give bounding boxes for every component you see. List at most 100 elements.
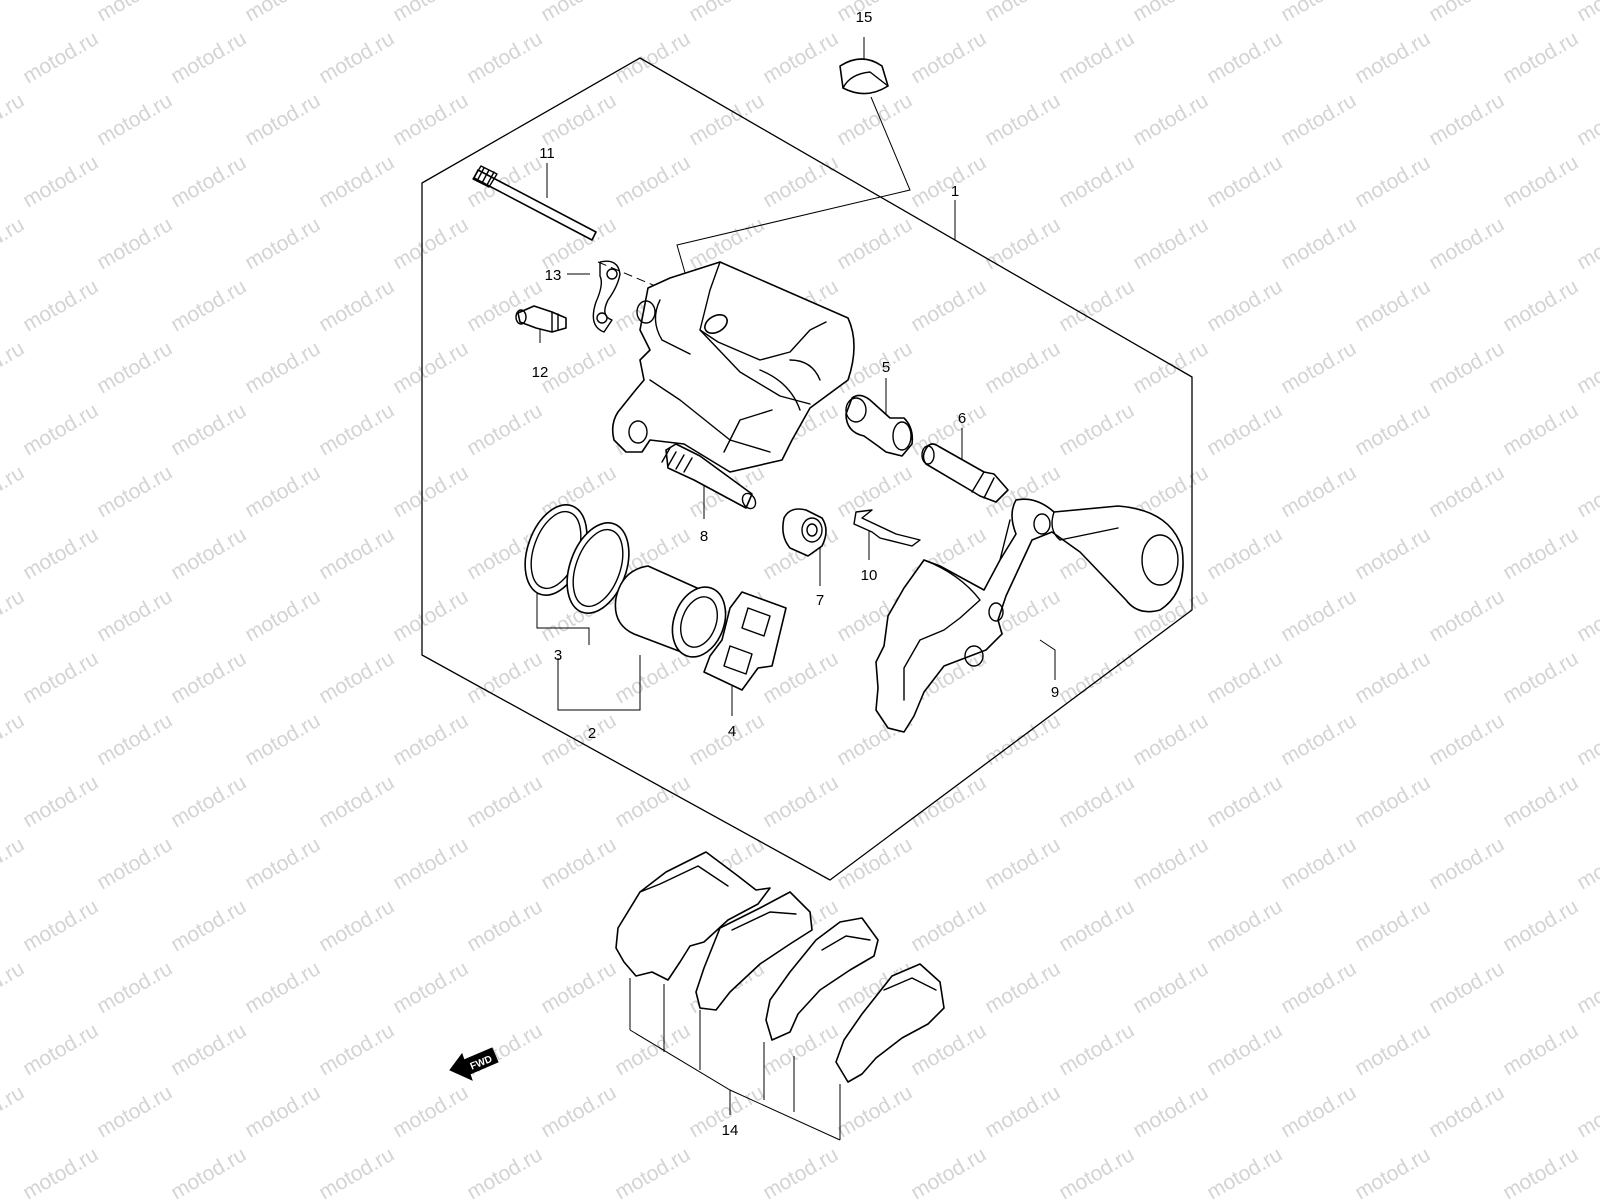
watermark-text: motod.ru <box>1425 585 1508 646</box>
watermark-text: motod.ru <box>1573 1081 1600 1142</box>
watermark-text: motod.ru <box>389 461 472 522</box>
callout-14: 14 <box>722 1122 739 1139</box>
callout-labels: 15 1 11 13 12 5 6 8 7 10 9 3 2 4 14 <box>532 9 1060 1139</box>
part-8-slide-pin <box>661 443 757 510</box>
watermark-text: motod.ru <box>167 771 250 832</box>
watermark-text: motod.ru <box>19 523 102 584</box>
watermark-text: motod.ru <box>241 89 324 150</box>
watermark-text: motod.ru <box>1203 771 1286 832</box>
watermark-text: motod.ru <box>537 957 620 1018</box>
watermark-text: motod.ru <box>1203 523 1286 584</box>
watermark-text: motod.ru <box>1499 647 1582 708</box>
watermark-text: motod.ru <box>1499 523 1582 584</box>
watermark-text: motod.ru <box>315 27 398 88</box>
watermark-text: motod.ru <box>389 833 472 894</box>
watermark-text: motod.ru <box>1055 399 1138 460</box>
watermark-text: motod.ru <box>463 399 546 460</box>
watermark-text: motod.ru <box>19 27 102 88</box>
watermark-text: motod.ru <box>611 647 694 708</box>
watermark-text: motod.ru <box>537 89 620 150</box>
watermark-text: motod.ru <box>1203 647 1286 708</box>
watermark-text: motod.ru <box>389 213 472 274</box>
watermark-text: motod.ru <box>1277 833 1360 894</box>
watermark-text: motod.ru <box>1055 647 1138 708</box>
callout-4: 4 <box>728 723 736 740</box>
watermark-text: motod.ru <box>1203 1143 1286 1200</box>
watermark-text: motod.ru <box>93 1081 176 1142</box>
callout-10: 10 <box>861 567 878 584</box>
watermark-text: motod.ru <box>167 151 250 212</box>
watermark-text: motod.ru <box>1203 895 1286 956</box>
watermark-text: motod.ru <box>537 1081 620 1142</box>
watermark-text: motod.ru <box>1351 399 1434 460</box>
part-9-bracket <box>875 498 1184 733</box>
callout-2: 2 <box>588 725 596 742</box>
watermark-text: motod.ru <box>19 275 102 336</box>
watermark-text: motod.ru <box>1351 895 1434 956</box>
watermark-text: motod.ru <box>19 771 102 832</box>
watermark-text: motod.ru <box>241 213 324 274</box>
watermark-text: motod.ru <box>1055 1143 1138 1200</box>
watermark-text: motod.ru <box>389 337 472 398</box>
watermark-text: motod.ru <box>1499 895 1582 956</box>
watermark-text: motod.ru <box>0 709 28 770</box>
watermark-text: motod.ru <box>1425 833 1508 894</box>
watermark-text: motod.ru <box>241 0 324 26</box>
part-7-boot <box>782 508 827 557</box>
watermark-text: motod.ru <box>463 771 546 832</box>
watermark-text: motod.ru <box>241 1081 324 1142</box>
watermark-text: motod.ru <box>1055 771 1138 832</box>
watermark-text: motod.ru <box>167 27 250 88</box>
watermark-text: motod.ru <box>389 89 472 150</box>
watermark-text: motod.ru <box>1499 151 1582 212</box>
watermark-text: motod.ru <box>167 275 250 336</box>
watermark-text: motod.ru <box>0 89 28 150</box>
watermark-text: motod.ru <box>981 957 1064 1018</box>
callout-7: 7 <box>816 592 824 609</box>
watermark-text: motod.ru <box>19 399 102 460</box>
watermark-text: motod.ru <box>833 833 916 894</box>
watermark-text: motod.ru <box>315 895 398 956</box>
watermark-text: motod.ru <box>1129 833 1212 894</box>
watermark-text: motod.ru <box>1573 833 1600 894</box>
watermark-text: motod.ru <box>241 709 324 770</box>
watermark-text: motod.ru <box>611 771 694 832</box>
watermark-text: motod.ru <box>1055 895 1138 956</box>
watermark-text: motod.ru <box>1351 771 1434 832</box>
watermark-text: motod.ru <box>241 585 324 646</box>
watermark-text: motod.ru <box>1351 1019 1434 1080</box>
callout-1: 1 <box>951 183 959 200</box>
watermark-text: motod.ru <box>907 895 990 956</box>
watermark-text: motod.ru <box>19 1019 102 1080</box>
watermark-text: motod.ru <box>1499 399 1582 460</box>
watermark-text: motod.ru <box>167 895 250 956</box>
watermark-text: motod.ru <box>167 1143 250 1200</box>
watermark-text: motod.ru <box>1499 27 1582 88</box>
watermark-text: motod.ru <box>759 151 842 212</box>
watermark-text: motod.ru <box>1277 1081 1360 1142</box>
watermark-text: motod.ru <box>315 1143 398 1200</box>
watermark-text: motod.ru <box>759 1143 842 1200</box>
watermark-text: motod.ru <box>611 27 694 88</box>
watermark-text: motod.ru <box>1499 275 1582 336</box>
watermark-text: motod.ru <box>981 0 1064 26</box>
watermark-text: motod.ru <box>1203 399 1286 460</box>
watermark-text: motod.ru <box>93 585 176 646</box>
watermark-text: motod.ru <box>1129 89 1212 150</box>
watermark-text: motod.ru <box>463 895 546 956</box>
watermark-text: motod.ru <box>1055 27 1138 88</box>
watermark-text: motod.ru <box>1277 461 1360 522</box>
watermark-text: motod.ru <box>1129 1081 1212 1142</box>
watermark-text: motod.ru <box>0 1081 28 1142</box>
watermark-text: motod.ru <box>93 461 176 522</box>
watermark-text: motod.ru <box>93 213 176 274</box>
watermark-text: motod.ru <box>685 89 768 150</box>
watermark-text: motod.ru <box>907 275 990 336</box>
watermark-text: motod.ru <box>315 771 398 832</box>
watermark-text: motod.ru <box>1203 151 1286 212</box>
watermark-text: motod.ru <box>1277 337 1360 398</box>
watermark-text: motod.ru <box>1129 0 1212 26</box>
watermark-text: motod.ru <box>1573 585 1600 646</box>
watermark-text: motod.ru <box>241 337 324 398</box>
watermark-text: motod.ru <box>463 1143 546 1200</box>
